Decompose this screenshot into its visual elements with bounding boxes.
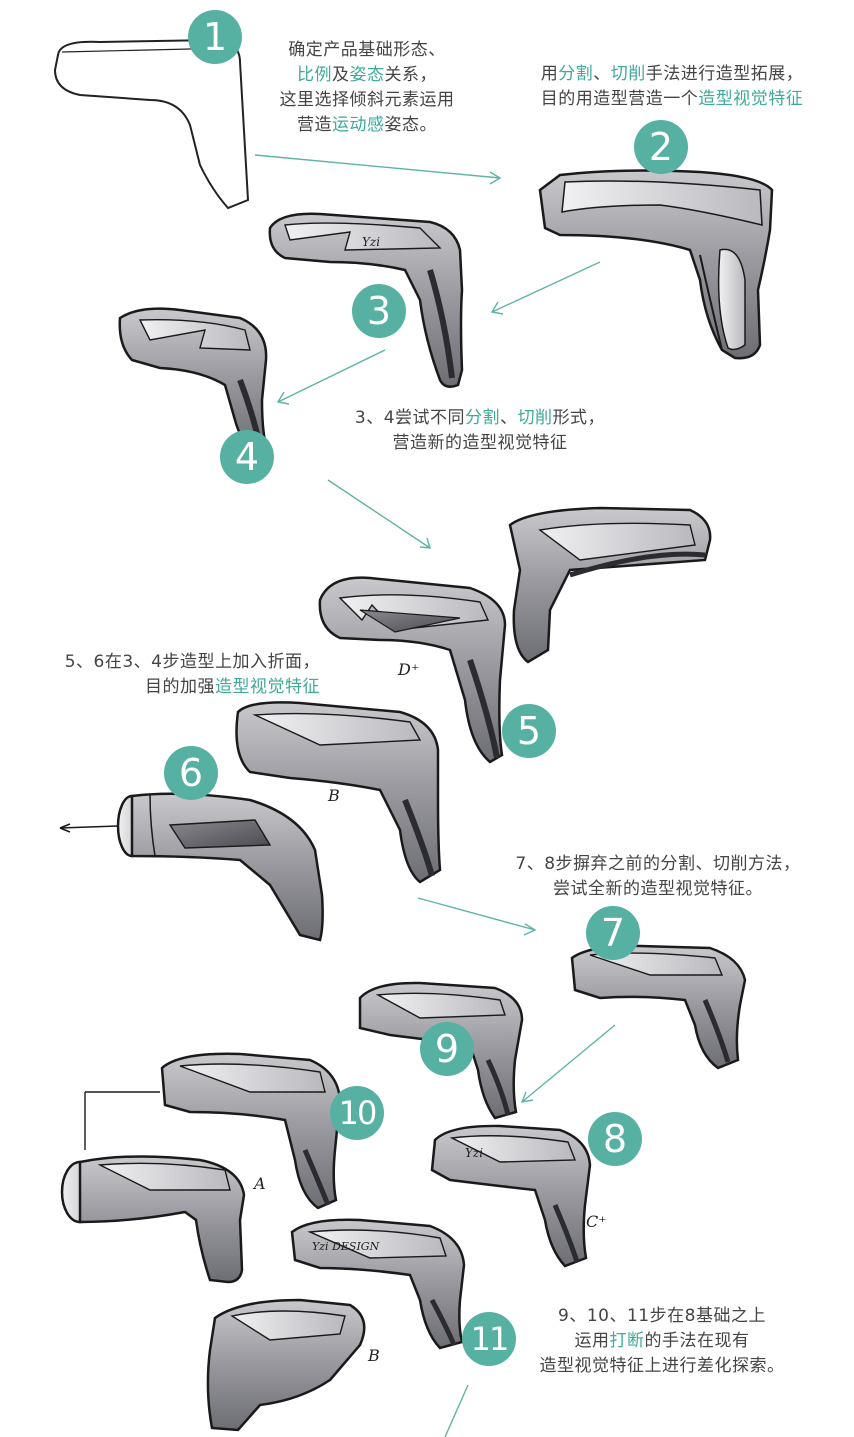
annotation-step-9-11: 9、10、11步在8基础之上 运用打断的手法在现有 造型视觉特征上进行差化探索。 — [539, 1306, 785, 1376]
step-badge-2: 2 — [634, 120, 688, 174]
arrow-2-3 — [490, 261, 601, 315]
step-badge-8: 8 — [588, 1112, 642, 1166]
step-badge-3: 3 — [352, 284, 406, 338]
arrow-6-7 — [417, 897, 537, 936]
sketch-11b — [206, 1298, 366, 1432]
step-badge-4: 4 — [220, 430, 274, 484]
sketch-1-outline — [53, 38, 250, 210]
arrow-7-8 — [520, 1024, 616, 1103]
sketch-10 — [84, 1052, 342, 1210]
arrow-1-2 — [254, 154, 502, 185]
step-badge-10: 10 — [330, 1086, 384, 1140]
annotation-step-3-4: 3、4尝试不同分割、切削形式， 营造新的造型视觉特征 — [354, 408, 606, 453]
mark-c-plus: C⁺ — [586, 1212, 607, 1231]
sketch-a — [60, 1155, 246, 1284]
mark-d-plus: D⁺ — [398, 660, 420, 679]
annotation-step-2: 用分割、切削手法进行造型拓展， 目的用造型营造一个造型视觉特征 — [540, 64, 804, 109]
step-badge-9: 9 — [420, 1022, 474, 1076]
sketch-3 — [268, 212, 464, 388]
signature-2: Yzi — [465, 1146, 484, 1160]
sketch-5a — [508, 506, 712, 664]
sketch-6 — [59, 792, 324, 942]
sketch-5c — [235, 701, 442, 884]
annotation-step-5-6: 5、6在3、4步造型上加入折面， 目的加强造型视觉特征 — [64, 652, 320, 697]
sketch-11a — [290, 1218, 466, 1350]
arrow-4-5 — [327, 479, 431, 549]
sketch-5b — [318, 576, 507, 764]
step-badge-7: 7 — [586, 906, 640, 960]
mark-a: A — [254, 1174, 266, 1193]
sketch-8 — [430, 1124, 592, 1268]
signature-3: Yzi DESIGN — [312, 1240, 380, 1253]
mark-b1: B — [328, 786, 340, 805]
arrow-3-4 — [276, 349, 386, 405]
sketch-2 — [538, 169, 774, 360]
step-badge-5: 5 — [502, 704, 556, 758]
step-badge-1: 1 — [188, 10, 242, 64]
mark-b2: B — [368, 1346, 380, 1365]
step-badge-11: 11 — [462, 1312, 516, 1366]
arrow-11 — [444, 1384, 469, 1437]
flow-arrows — [254, 154, 616, 1437]
annotation-step-7-8: 7、8步摒弃之前的分割、切削方法， 尝试全新的造型视觉特征。 — [515, 854, 801, 899]
step-badge-6: 6 — [164, 746, 218, 800]
signature-1: Yzi — [362, 235, 381, 249]
sketch-7 — [570, 944, 747, 1070]
annotation-step-1: 确定产品基础形态、 比例及姿态关系， 这里选择倾斜元素运用 营造运动感姿态。 — [279, 40, 455, 135]
